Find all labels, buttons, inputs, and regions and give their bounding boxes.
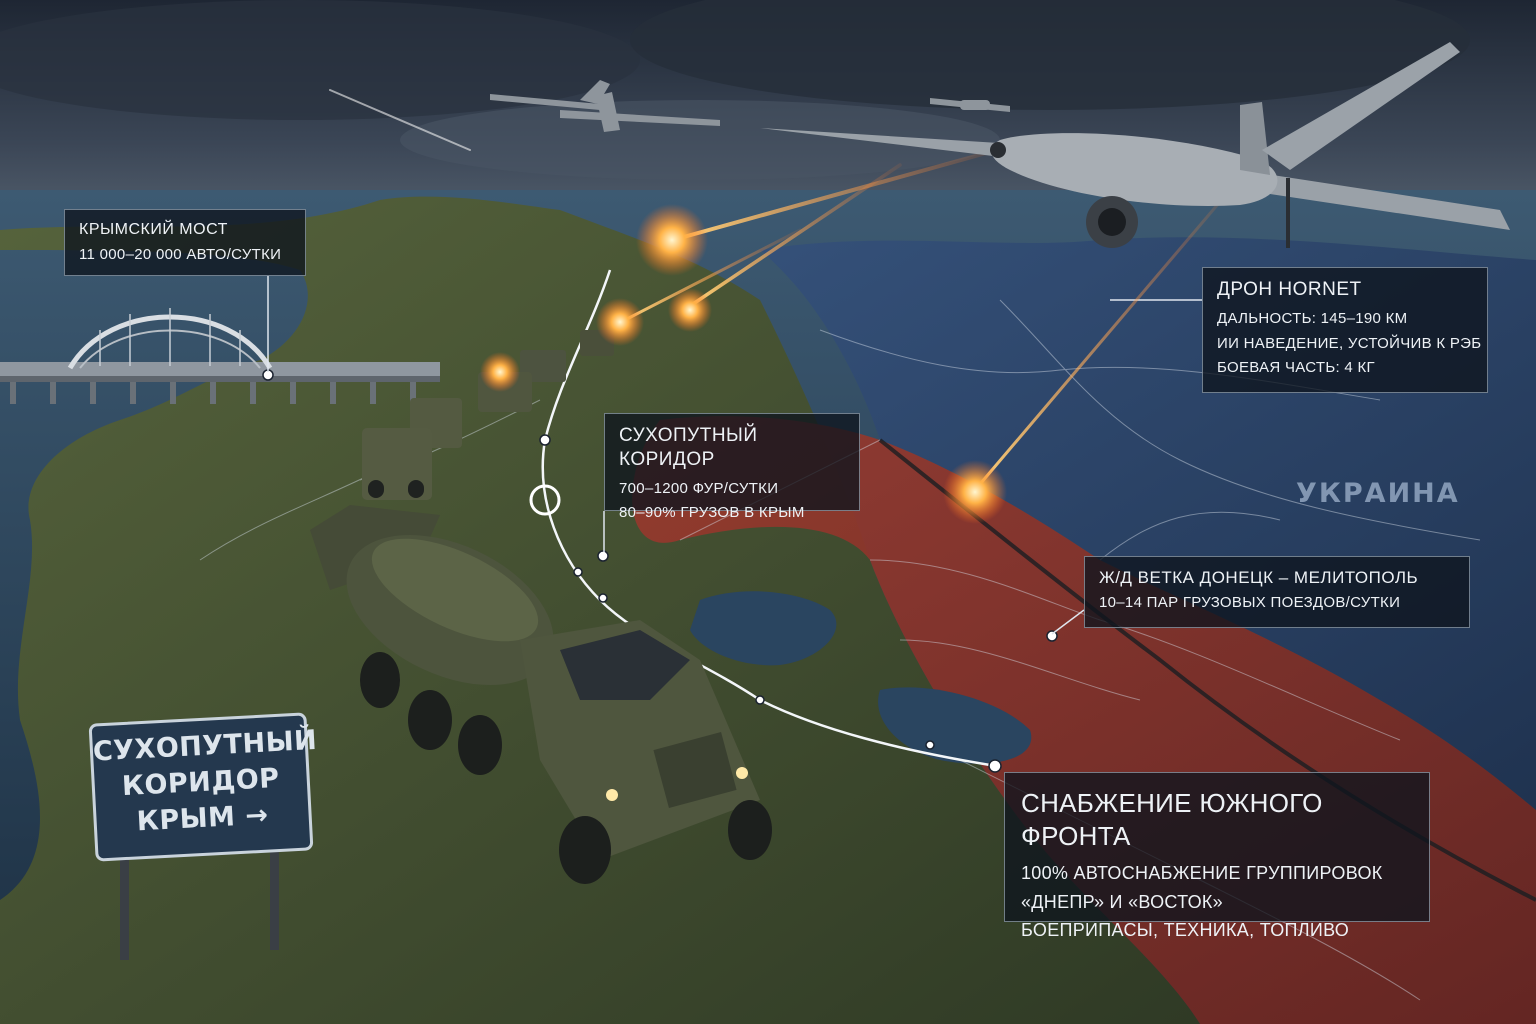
callout-line: 700–1200 ФУР/СУТКИ	[619, 479, 779, 497]
callout-line: БОЕПРИПАСЫ, ТЕХНИКА, ТОПЛИВО	[1021, 920, 1350, 940]
callout-line: 11 000–20 000 АВТО/СУТКИ	[79, 246, 282, 263]
azov-water	[690, 591, 837, 666]
callout-southern-front-supply: СНАБЖЕНИЕ ЮЖНОГО ФРОНТА 100% АВТОСНАБЖЕН…	[1004, 772, 1430, 940]
callout-title: СУХОПУТНЫЙ КОРИДОР	[619, 425, 758, 470]
callout-line: «ДНЕПР» И «ВОСТОК»	[1021, 891, 1223, 912]
cloud	[630, 0, 1470, 110]
callout-rail-line: Ж/Д ВЕТКА ДОНЕЦК – МЕЛИТОПОЛЬ 10–14 ПАР …	[1084, 556, 1470, 628]
truck	[520, 350, 566, 382]
azov-water	[878, 687, 1032, 764]
callout-title: Ж/Д ВЕТКА ДОНЕЦК – МЕЛИТОПОЛЬ	[1099, 568, 1419, 587]
leader-lines	[267, 276, 1202, 635]
truck	[362, 428, 432, 500]
hornet-drone	[760, 42, 1510, 248]
callout-hornet-drone: ДРОН HORNET ДАЛЬНОСТЬ: 145–190 КМ ИИ НАВ…	[1202, 267, 1488, 393]
sign-post	[270, 840, 279, 950]
callout-line: ИИ НАВЕДЕНИЕ, УСТОЙЧИВ К РЭБ	[1217, 334, 1482, 352]
road-sign: СУХОПУТНЫЙ КОРИДОР КРЫМ →	[88, 712, 318, 862]
cloud	[0, 0, 640, 120]
callout-crimean-bridge: КРЫМСКИЙ МОСТ 11 000–20 000 АВТО/СУТКИ	[64, 209, 306, 276]
corridor-hub-marker	[529, 484, 561, 516]
crimean-bridge	[0, 308, 440, 404]
lead-tanker-truck	[310, 505, 772, 884]
cloud	[400, 100, 1000, 180]
route-nodes	[262, 369, 1058, 773]
callout-line: ДАЛЬНОСТЬ: 145–190 КМ	[1217, 309, 1408, 327]
callout-line: 10–14 ПАР ГРУЗОВЫХ ПОЕЗДОВ/СУТКИ	[1099, 594, 1401, 612]
callout-line: 100% АВТОСНАБЖЕНИЕ ГРУППИРОВОК	[1021, 863, 1383, 883]
callout-line: 80–90% ГРУЗОВ В КРЫМ	[619, 504, 805, 522]
map-label-ukraine: УКРАИНА	[1296, 478, 1460, 509]
blasts	[480, 204, 1007, 524]
sign-post	[120, 850, 129, 960]
drone-small	[490, 80, 1010, 132]
callout-title: ДРОН HORNET	[1217, 279, 1362, 300]
callout-land-corridor: СУХОПУТНЫЙ КОРИДОР 700–1200 ФУР/СУТКИ 80…	[604, 413, 860, 521]
callout-line: БОЕВАЯ ЧАСТЬ: 4 КГ	[1217, 359, 1375, 377]
strike-trails	[329, 89, 1232, 492]
callout-title: КРЫМСКИЙ МОСТ	[79, 221, 228, 238]
callout-title: СНАБЖЕНИЕ ЮЖНОГО ФРОНТА	[1021, 788, 1323, 851]
